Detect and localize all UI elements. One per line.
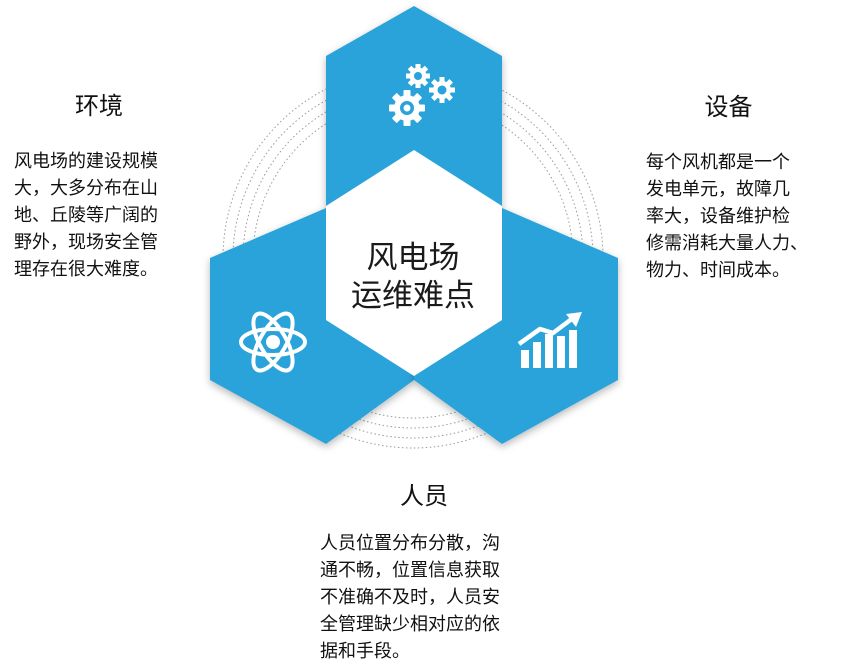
environment-section: 环境 风电场的建设规模 大，大多分布在山 地、丘陵等广阔的 野外，现场安全管 理… <box>14 94 214 283</box>
center-title-line2: 运维难点 <box>351 278 475 314</box>
equipment-text: 每个风机都是一个 发电单元，故障几 率大，设备维护检 修需消耗大量人力、 物力、… <box>646 152 808 281</box>
people-text: 人员位置分布分散，沟 通不畅，位置信息获取 不准确不及时，人员安 全管理缺少相对… <box>320 533 500 662</box>
equipment-title: 设备 <box>704 93 753 121</box>
people-section: 人员 人员位置分布分散，沟 通不畅，位置信息获取 不准确不及时，人员安 全管理缺… <box>320 484 550 665</box>
environment-title: 环境 <box>75 92 123 120</box>
environment-text: 风电场的建设规模 大，大多分布在山 地、丘陵等广阔的 野外，现场安全管 理存在很… <box>14 151 158 280</box>
center-title-line1: 风电场 <box>367 240 460 276</box>
center-hexagon <box>326 150 502 376</box>
people-title: 人员 <box>400 482 448 510</box>
atom-icon <box>239 311 307 373</box>
growth-chart-icon <box>517 312 582 368</box>
gears-icon <box>389 64 455 126</box>
equipment-section: 设备 每个风机都是一个 发电单元，故障几 率大，设备维护检 修需消耗大量人力、 … <box>646 95 846 284</box>
